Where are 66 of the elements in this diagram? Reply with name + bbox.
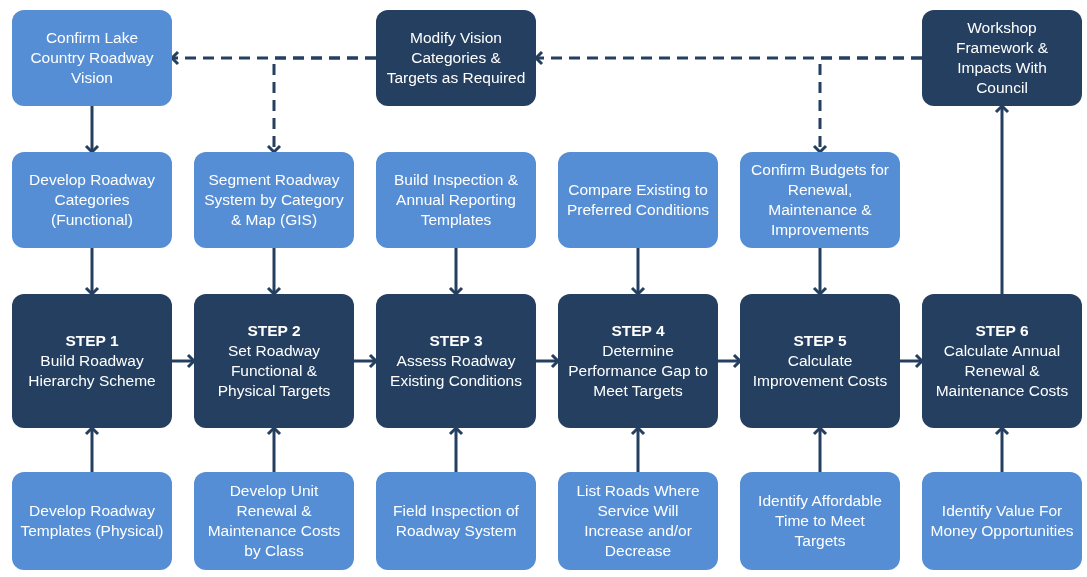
step-heading: STEP 4 [611, 321, 665, 342]
arrow [630, 426, 646, 472]
dashed-arrow [812, 56, 922, 154]
step-heading: STEP 5 [793, 331, 847, 352]
box-text: Confirm Budgets for Renewal, Maintenance & Improvements [750, 160, 890, 240]
box-text: Compare Existing to Preferred Conditions [566, 180, 710, 220]
process-box [558, 472, 718, 570]
arrow [718, 353, 742, 369]
arrow [812, 426, 828, 472]
box-text: Identify Value For Money Opportunities [930, 501, 1074, 541]
step-description: Build Roadway Hierarchy Scheme [27, 351, 157, 391]
arrow [266, 248, 282, 296]
process-box [376, 152, 536, 248]
box-text: Develop Unit Renewal & Maintenance Costs by Class [206, 481, 342, 561]
step-box [558, 294, 718, 428]
arrow [536, 353, 560, 369]
arrow [630, 248, 646, 296]
box-text: Develop Roadway Categories (Functional) [28, 170, 156, 230]
arrow [84, 106, 100, 154]
step-box [194, 294, 354, 428]
arrow [994, 426, 1010, 472]
arrow [84, 426, 100, 472]
step-box [922, 10, 1082, 106]
arrow [266, 426, 282, 472]
step-description: Determine Performance Gap to Meet Targets [567, 341, 709, 401]
process-box [376, 472, 536, 570]
step-box [740, 294, 900, 428]
arrow [354, 353, 378, 369]
step-heading: STEP 6 [975, 321, 1029, 342]
step-box [12, 294, 172, 428]
step-box [922, 294, 1082, 428]
box-text: Build Inspection & Annual Reporting Templates [392, 170, 520, 230]
process-box [922, 472, 1082, 570]
arrow [172, 353, 196, 369]
process-box [558, 152, 718, 248]
step-description: Calculate Annual Renewal & Maintenance Costs [934, 341, 1070, 401]
arrow [448, 426, 464, 472]
step-box [376, 294, 536, 428]
arrow [84, 248, 100, 296]
process-box [12, 472, 172, 570]
arrow [448, 248, 464, 296]
dashed-arrow [266, 56, 376, 154]
process-box [194, 152, 354, 248]
box-text: List Roads Where Service Will Increase and/or Decrease [575, 481, 701, 561]
step-heading: STEP 2 [247, 321, 301, 342]
box-text: Modify Vision Categories & Targets as Required [385, 28, 527, 88]
arrow [994, 104, 1010, 294]
process-box [740, 472, 900, 570]
process-box [194, 472, 354, 570]
box-text: Segment Roadway System by Category & Map (GIS) [203, 170, 345, 230]
process-box [740, 152, 900, 248]
box-text: Identify Affordable Time to Meet Targets [757, 491, 883, 551]
box-text: Confirm Lake Country Roadway Vision [29, 28, 155, 88]
step-heading: STEP 3 [429, 331, 483, 352]
box-text: Workshop Framework & Impacts With Council [954, 18, 1050, 98]
box-text: Develop Roadway Templates (Physical) [20, 501, 164, 541]
arrow [900, 353, 924, 369]
step-box [376, 10, 536, 106]
step-heading: STEP 1 [65, 331, 119, 352]
arrow [812, 248, 828, 296]
step-description: Set Roadway Functional & Physical Targets [216, 341, 332, 401]
process-box [12, 152, 172, 248]
process-box [12, 10, 172, 106]
step-description: Calculate Improvement Costs [751, 351, 889, 391]
box-text: Field Inspection of Roadway System [392, 501, 520, 541]
step-description: Assess Roadway Existing Conditions [389, 351, 523, 391]
